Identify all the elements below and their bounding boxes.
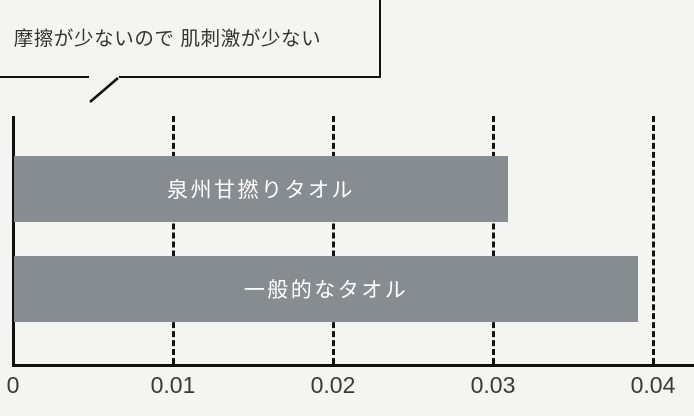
callout-bubble [0,0,381,78]
bar-label: 泉州甘撚りタオル [167,179,355,202]
x-tick-label-0.02: 0.02 [310,372,356,398]
x-tick-label-0.04: 0.04 [630,372,676,398]
gridline-0.02 [332,116,335,364]
gridline-0.04 [652,116,655,364]
callout-text: 摩擦が少ないので 肌刺激が少ない [13,28,322,50]
callout-tail-icon [89,77,119,103]
gridline-0.01 [172,116,175,364]
x-tick-label-0: 0 [6,372,20,398]
bar-general-towel[interactable]: 一般的なタオル [14,256,638,322]
gridline-0.03 [492,116,495,364]
bar-senshu-amayori-towel[interactable]: 泉州甘撚りタオル [14,156,508,222]
bar-label: 一般的なタオル [243,279,409,302]
callout-tail-gap [89,74,119,82]
x-tick-label-0.03: 0.03 [470,372,516,398]
x-tick-label-0.01: 0.01 [150,372,196,398]
x-axis-line [12,364,694,367]
y-axis-line [12,116,15,367]
